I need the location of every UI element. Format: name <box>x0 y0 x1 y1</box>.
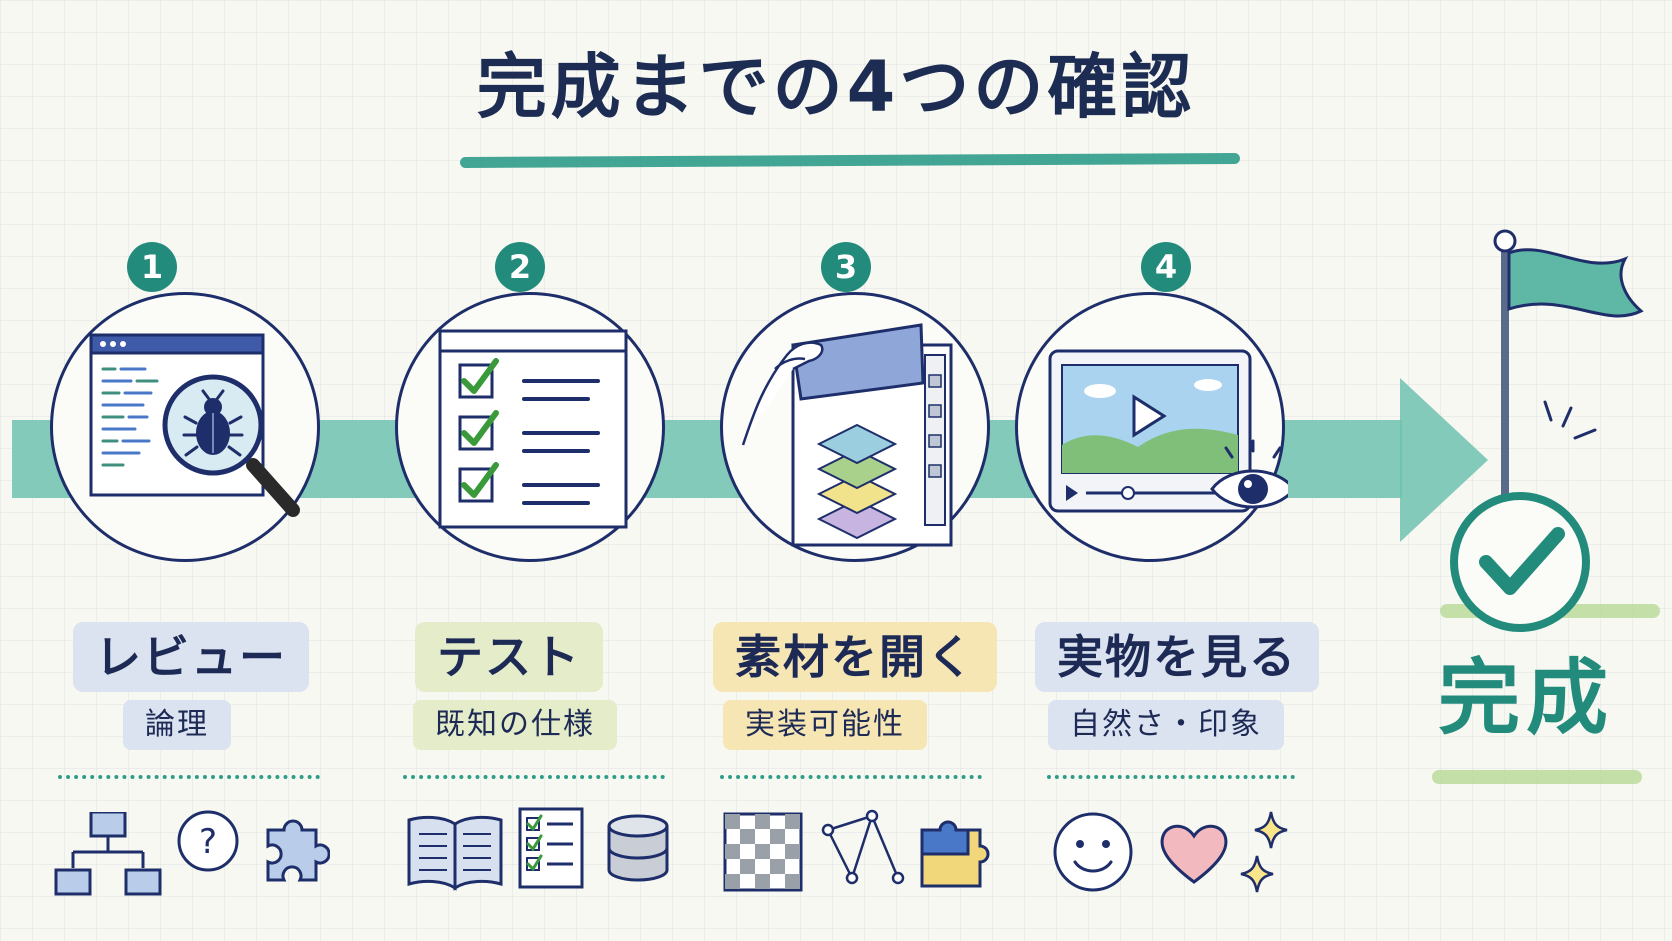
page-title: 完成までの4つの確認 <box>476 46 1196 128</box>
step-illustration <box>50 292 320 562</box>
step-number-badge: 2 <box>495 242 545 292</box>
step-illustration <box>395 292 665 562</box>
video-player-with-eye-icon <box>1048 349 1288 513</box>
step-label: 実物を見る <box>1035 622 1319 692</box>
code-window-with-bug-magnifier-icon <box>89 333 300 517</box>
dotted-divider <box>1047 775 1295 779</box>
puzzle-piece-icon <box>266 819 330 882</box>
dotted-divider <box>403 775 665 779</box>
checkerboard-icon <box>723 812 803 892</box>
step-sublabel: 自然さ・印象 <box>1048 700 1284 750</box>
step-number-badge: 3 <box>821 242 871 292</box>
step-label: レビュー <box>73 622 309 692</box>
flowchart-icon <box>54 812 162 896</box>
puzzle-pieces-icon <box>920 820 990 888</box>
finish-label: 完成 <box>1438 651 1615 746</box>
grass-patch <box>1432 770 1642 784</box>
step-number-badge: 4 <box>1141 242 1191 292</box>
goal-flag-icon <box>1493 229 1644 495</box>
step-label: テスト <box>415 622 603 692</box>
svg-text:?: ? <box>199 822 217 862</box>
database-icon <box>607 814 669 882</box>
question-icon: ? <box>177 810 239 872</box>
open-book-icon <box>407 815 503 891</box>
check-circle-icon <box>1450 492 1590 632</box>
vector-path-icon <box>821 809 905 885</box>
heart-icon <box>1160 824 1228 884</box>
dotted-divider <box>58 775 320 779</box>
layered-material-file-icon <box>741 323 953 547</box>
step-test: 2 テスト 既知の仕様 <box>395 0 755 941</box>
sparkle-icon <box>1240 811 1288 893</box>
step-see-real: 4 実物を見る 自然さ・印象 <box>1015 0 1375 941</box>
step-illustration <box>720 292 990 562</box>
smiley-icon <box>1053 812 1133 892</box>
step-sublabel: 実装可能性 <box>723 700 927 750</box>
sparkle-lines-icon <box>1543 400 1597 440</box>
step-number-badge: 1 <box>127 242 177 292</box>
checklist-icon <box>518 807 584 889</box>
checklist-window-icon <box>438 329 628 529</box>
step-open-material: 3 素材を開く 実装可能性 <box>713 0 1080 941</box>
step-sublabel: 既知の仕様 <box>413 700 617 750</box>
step-sublabel: 論理 <box>123 700 231 750</box>
step-label: 素材を開く <box>713 622 997 692</box>
step-review: 1 <box>50 0 410 941</box>
step-illustration <box>1015 292 1288 562</box>
dotted-divider <box>720 775 982 779</box>
